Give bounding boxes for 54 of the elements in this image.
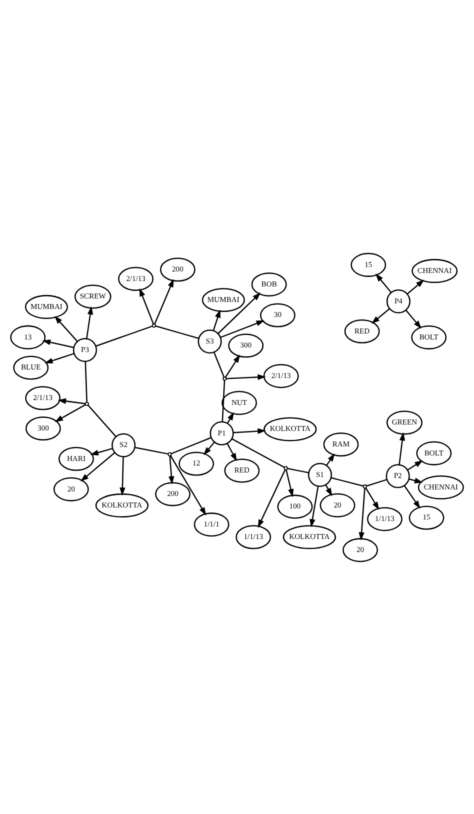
arrow [226, 374, 266, 380]
connector [170, 436, 212, 454]
arrow [325, 484, 332, 496]
arrow [404, 484, 420, 508]
node-circle [362, 484, 367, 488]
node-circle [284, 466, 288, 470]
arrow [54, 315, 78, 342]
arrow [203, 441, 215, 455]
connector [366, 478, 388, 486]
arrow [218, 292, 261, 334]
arrow [406, 279, 424, 294]
connector [88, 404, 116, 437]
arrow [139, 288, 154, 324]
arrow [310, 486, 319, 527]
arrow [42, 338, 74, 348]
connector [330, 476, 364, 486]
arrow [408, 477, 423, 483]
node-circle [84, 401, 89, 406]
connector [155, 324, 199, 338]
arrow [233, 428, 266, 434]
arrow [358, 488, 366, 540]
arrow [80, 452, 116, 481]
arrow [371, 308, 390, 324]
arrow [120, 456, 126, 496]
connector [222, 380, 226, 422]
arrow [54, 404, 86, 422]
arrow [58, 398, 86, 404]
arrow [170, 454, 206, 516]
arrow [365, 487, 380, 510]
arrow [90, 447, 113, 455]
connector [134, 446, 168, 454]
connector [96, 325, 152, 346]
arrow [86, 306, 94, 338]
node-circle [152, 323, 156, 328]
connector [287, 467, 309, 473]
arrow [258, 468, 286, 528]
connector [232, 438, 285, 468]
node-circle [222, 376, 227, 380]
arrow [220, 320, 265, 338]
connector [84, 361, 88, 402]
arrow [154, 278, 174, 324]
arrow [398, 432, 406, 464]
arrow [224, 354, 240, 378]
arrow [226, 442, 237, 461]
arrow [212, 308, 220, 330]
arrow [405, 309, 422, 328]
node-circle [168, 452, 172, 456]
arrow [407, 460, 423, 470]
arrow [375, 272, 392, 292]
connector [213, 352, 225, 377]
arrow [44, 352, 74, 363]
arrow [286, 469, 294, 497]
arrow [168, 455, 174, 484]
arrow [326, 452, 335, 466]
